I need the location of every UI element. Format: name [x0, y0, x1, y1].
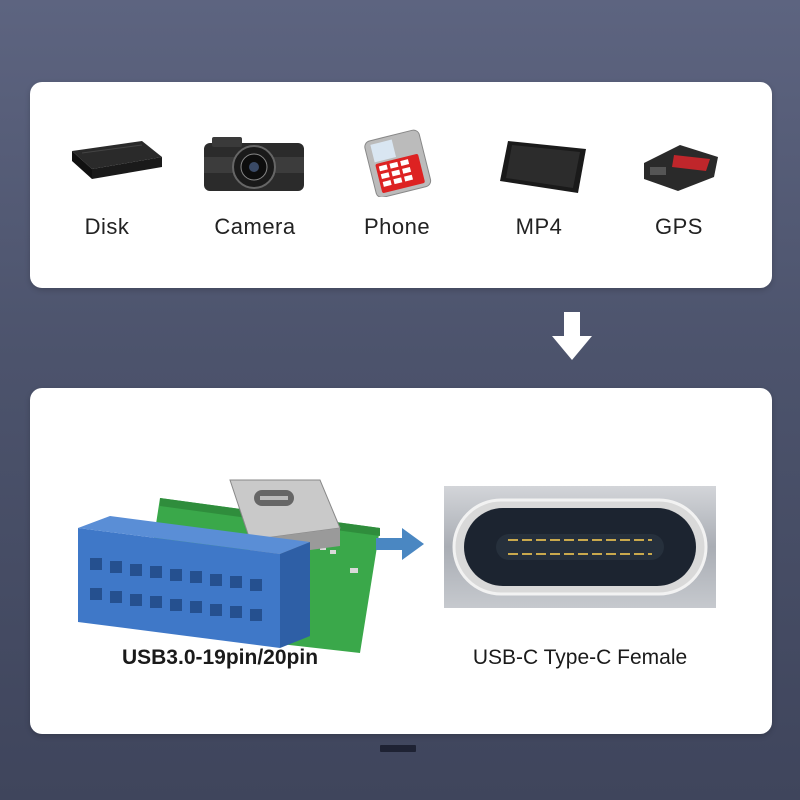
mp4-player-icon [500, 141, 586, 193]
device-label: MP4 [515, 214, 563, 239]
device-phone: Phone [332, 82, 462, 288]
usb3-header-board-image [78, 479, 380, 653]
gps-device-icon [644, 145, 718, 191]
disk-icon [72, 141, 162, 179]
phone-icon [364, 129, 432, 197]
source-connector-label: USB3.0-19pin/20pin [121, 646, 319, 669]
device-label: GPS [655, 214, 703, 239]
page-indicator [380, 745, 416, 752]
device-gps: GPS [614, 82, 744, 288]
device-label: Camera [214, 214, 296, 239]
device-label: Disk [84, 214, 130, 239]
device-label: Phone [363, 214, 431, 239]
device-list-card: Disk Camera Phone [30, 82, 772, 288]
target-connector-label: USB-C Type-C Female [472, 646, 688, 669]
arrow-down-icon [552, 312, 592, 360]
usb-c-port-image [444, 486, 716, 608]
device-mp4: MP4 [474, 82, 604, 288]
device-disk: Disk [42, 82, 172, 288]
connector-card: USB3.0-19pin/20pin USB-C Type-C Female [30, 388, 772, 734]
device-camera: Camera [190, 82, 320, 288]
arrow-right-icon [376, 528, 424, 560]
camera-icon [204, 137, 304, 191]
